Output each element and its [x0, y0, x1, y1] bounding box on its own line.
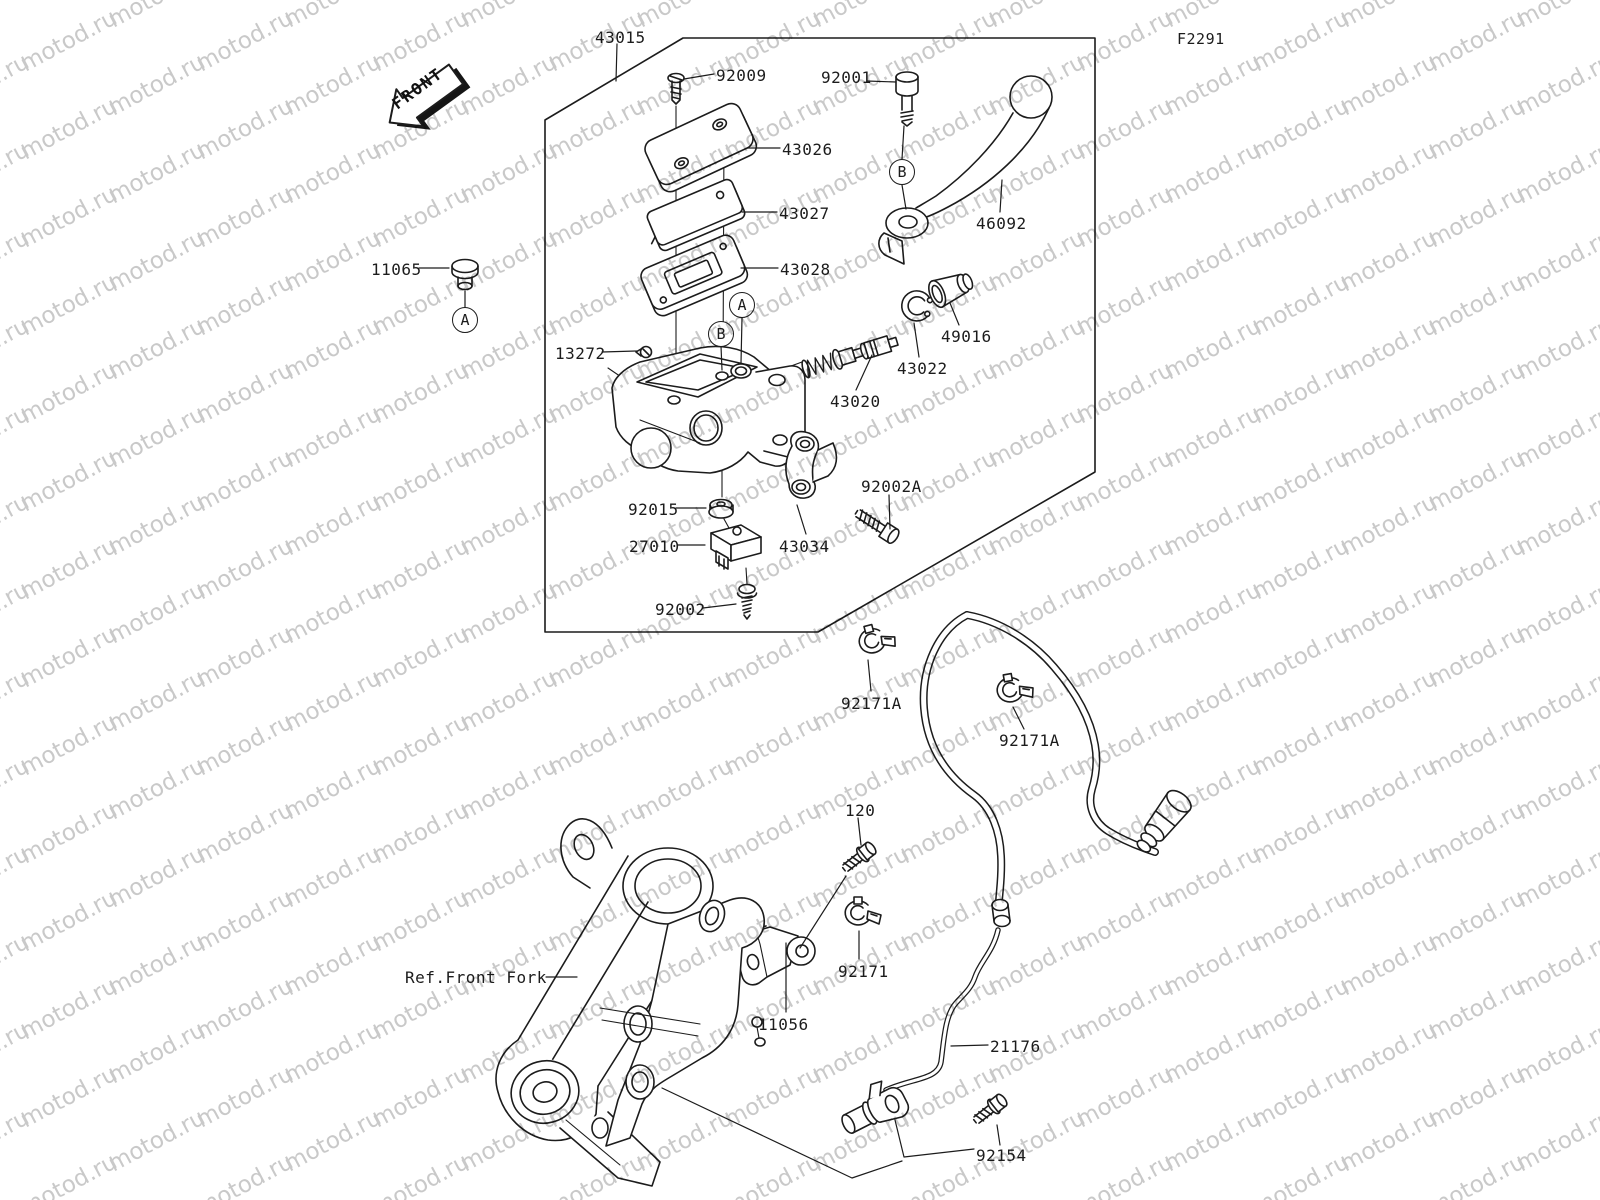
- brake-lever-46092: [878, 75, 1053, 265]
- front-arrow-label: FRONT: [388, 63, 447, 114]
- diaphragm-plate-43027: [646, 178, 746, 252]
- hose-clip-92171a-1: [858, 623, 896, 654]
- piston-assembly-43020: [801, 335, 899, 379]
- dust-boot-49016: [928, 273, 974, 309]
- view-marker-a1: A: [452, 307, 478, 333]
- callout-92001: 92001: [821, 68, 872, 87]
- leader-lines: [418, 43, 1025, 1179]
- hose-21176-routing: [883, 611, 1159, 1093]
- speed-sensor: [841, 1080, 910, 1134]
- callout-92154: 92154: [976, 1146, 1027, 1165]
- sensor-bolt-92154: [972, 1093, 1008, 1124]
- hose-clip-92171: [844, 896, 882, 926]
- front-fork-reference-drawing: [495, 818, 766, 1187]
- front-direction-arrow: [388, 63, 471, 130]
- callout-92009: 92009: [716, 66, 767, 85]
- callout-43028: 43028: [780, 260, 831, 279]
- switch-nut-92015: [708, 469, 748, 585]
- callout-92171: 92171: [838, 962, 889, 981]
- hose-end-connector: [1136, 789, 1192, 853]
- bracket-bolt-120: [841, 841, 877, 872]
- view-marker-b2: B: [708, 321, 734, 347]
- callout-13272: 13272: [555, 344, 606, 363]
- view-marker-b1: B: [889, 159, 915, 185]
- callout-92171a-1: 92171A: [841, 694, 902, 713]
- figure-code: F2291: [1177, 30, 1225, 48]
- callout-92015: 92015: [628, 500, 679, 519]
- callout-27010: 27010: [629, 537, 680, 556]
- callout-11056: 11056: [758, 1015, 809, 1034]
- master-cylinder-body: [611, 345, 806, 474]
- callout-43020: 43020: [830, 392, 881, 411]
- switch-screw-92002: [736, 583, 758, 620]
- assembly-boundary-outline: [544, 37, 1096, 633]
- view-marker-a2: A: [729, 292, 755, 318]
- callout-43015: 43015: [595, 28, 646, 47]
- diaphragm-43028: [640, 234, 749, 317]
- hose-clip-92171a-2: [996, 672, 1034, 703]
- callout-92002: 92002: [655, 600, 706, 619]
- lever-pivot-bolt-92001: [895, 71, 919, 127]
- callout-43026: 43026: [782, 140, 833, 159]
- callout-46092: 46092: [976, 214, 1027, 233]
- pivot-cap-11065: [451, 258, 479, 291]
- ref-front-fork-label: Ref.Front Fork: [405, 968, 547, 987]
- callout-11065: 11065: [371, 260, 422, 279]
- handlebar-clamp-43034: [785, 430, 838, 499]
- clamp-bolt-92002a: [854, 509, 900, 545]
- callout-92002a: 92002A: [861, 477, 922, 496]
- callout-21176: 21176: [990, 1037, 1041, 1056]
- reservoir-cap-screw-92009: [667, 72, 685, 105]
- callout-49016: 49016: [941, 327, 992, 346]
- brake-light-switch-27010: [710, 524, 762, 570]
- reservoir-cap-43026: [644, 102, 758, 193]
- callout-120: 120: [845, 801, 876, 820]
- callout-43034: 43034: [779, 537, 830, 556]
- callout-43027: 43027: [779, 204, 830, 223]
- callout-92171a-2: 92171A: [999, 731, 1060, 750]
- callout-43022: 43022: [897, 359, 948, 378]
